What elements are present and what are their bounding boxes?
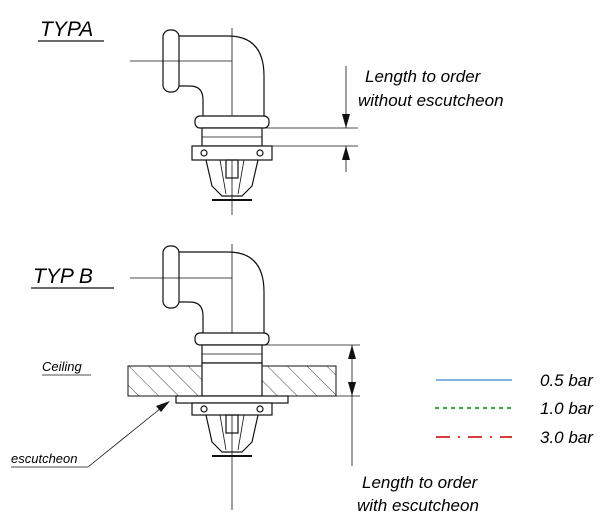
type-b-dim-arrow-up	[348, 345, 356, 359]
type-b-inlet-flange	[162, 245, 180, 309]
note-length-with-escutcheon-1: Length to order	[362, 473, 479, 492]
type-b-title: TYP B	[33, 265, 93, 288]
type-a-plate-screw-right	[256, 149, 264, 157]
type-a-dim-arrow-up	[342, 146, 350, 160]
type-b-plate-screw-right	[256, 405, 264, 413]
type-a-plate	[191, 145, 273, 161]
type-b-dim-arrow-down	[348, 382, 356, 396]
type-b-bulb	[225, 414, 239, 434]
ceiling-left	[127, 365, 203, 397]
type-b-drawing: TYP B Length to order with escut	[11, 244, 479, 513]
type-a-dim-arrow-down	[342, 114, 350, 128]
type-b-head-arm-right	[237, 414, 245, 451]
type-a-title: TYPA	[40, 18, 93, 41]
note-length-no-escutcheon-2: without escutcheon	[358, 91, 504, 110]
legend-label-0-5-bar: 0.5 bar	[540, 371, 594, 390]
note-length-no-escutcheon-1: Length to order	[365, 67, 482, 86]
type-b-plate-screw-left	[200, 405, 208, 413]
label-ceiling: Ceiling	[42, 359, 83, 374]
type-b-elbow	[179, 251, 265, 334]
type-b-riser-pipe	[201, 362, 263, 397]
type-a-plate-screw-left	[200, 149, 208, 157]
type-b-escutcheon-plate	[175, 395, 289, 404]
label-escutcheon-arrow	[156, 401, 170, 412]
type-a-fitting-ring	[194, 115, 270, 129]
type-b-plate	[191, 402, 273, 416]
type-a-elbow	[179, 35, 265, 118]
type-a-head-arm-left	[219, 159, 227, 195]
legend-label-3-0-bar: 3.0 bar	[540, 428, 594, 447]
type-a-head-arm-right	[237, 159, 245, 195]
type-b-fitting-ring	[194, 332, 270, 346]
label-escutcheon-leader	[87, 403, 167, 468]
type-b-head-arm-left	[219, 414, 227, 451]
type-b-sprinkler-head	[205, 414, 259, 453]
type-a-drawing: TYPA Length to order without escutcheon	[38, 18, 504, 215]
type-a-sprinkler-head	[205, 159, 259, 197]
legend: 0.5 bar 1.0 bar 3.0 bar	[434, 371, 594, 447]
note-length-with-escutcheon-2: with escutcheon	[357, 496, 479, 513]
type-a-bulb	[225, 159, 239, 179]
legend-label-1-0-bar: 1.0 bar	[540, 399, 594, 418]
ceiling-right	[261, 365, 337, 397]
label-escutcheon: escutcheon	[11, 451, 78, 466]
